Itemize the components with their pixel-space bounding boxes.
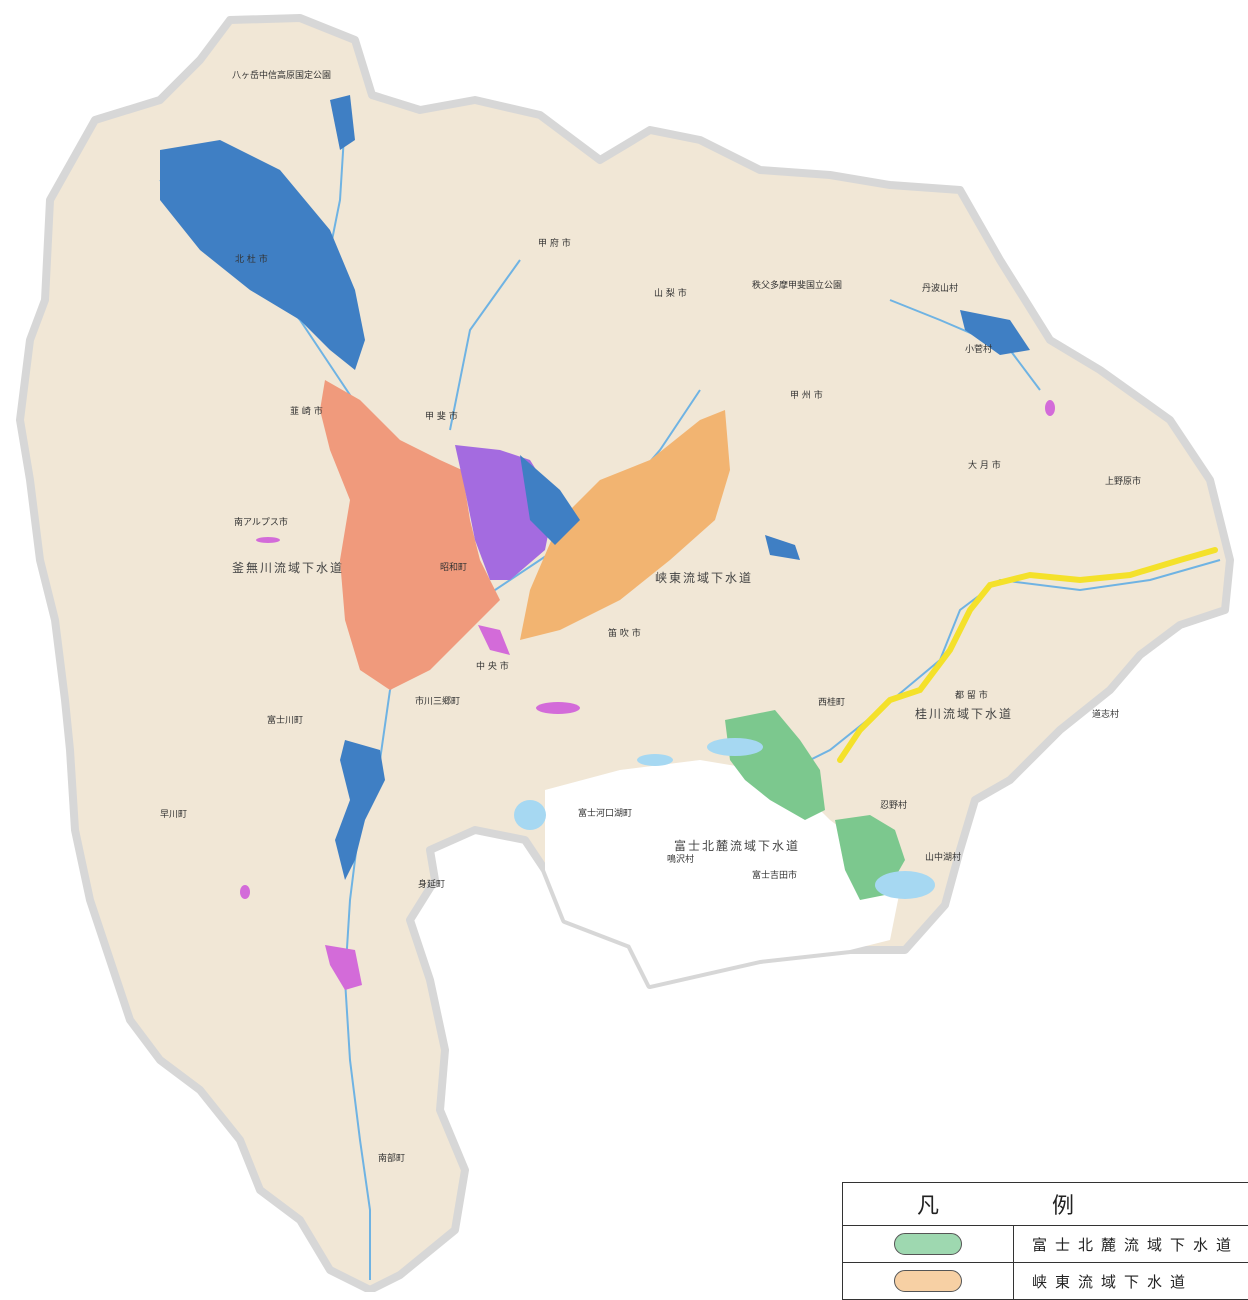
sewer-labels: 釜無川流域下水道 峡東流域下水道 桂川流域下水道 富士北麓流域下水道 — [232, 560, 1013, 853]
label-fujiyoshida: 富士吉田市 — [752, 869, 797, 881]
label-uenohara: 上野原市 — [1105, 475, 1141, 487]
legend-header: 凡 例 — [843, 1183, 1248, 1225]
kyoto-sewer-zone — [520, 410, 730, 640]
label-showa: 昭和町 — [440, 562, 467, 573]
label-kai: 甲 斐 市 — [425, 410, 458, 422]
label-koshu: 甲 州 市 — [790, 389, 823, 401]
label-narusawa: 鳴沢村 — [667, 853, 694, 865]
label-fujikawa: 富士川町 — [267, 714, 303, 726]
label-otsuki: 大 月 市 — [968, 459, 1001, 471]
label-nanbu: 南部町 — [378, 1152, 405, 1164]
legend-swatch-fuji — [894, 1233, 962, 1255]
legend-entry: 富士北麓流域下水道 — [843, 1225, 1248, 1262]
label-kofu: 甲 府 市 — [538, 237, 571, 249]
lakes — [514, 738, 935, 899]
legend-label-kyoto: 峡東流域下水道 — [1032, 1272, 1194, 1291]
label-ichikawamisato: 市川三郷町 — [415, 695, 460, 707]
label-chuo: 中 央 市 — [476, 660, 509, 672]
label-chichibu: 秩父多摩甲斐国立公園 — [752, 279, 842, 291]
label-tabayama: 丹波山村 — [922, 282, 958, 294]
label-nirasaki: 韮 崎 市 — [290, 405, 323, 417]
map-legend: 凡 例 富士北麓流域下水道 峡東流域下水道 — [842, 1182, 1248, 1300]
label-yatsugatake: 八ヶ岳中信高原国定公園 — [232, 69, 331, 81]
label-oshino: 忍野村 — [880, 799, 907, 811]
legend-title-right: 例 — [1051, 1194, 1074, 1219]
blue-sewer-zones — [160, 95, 1030, 880]
lake-motosu — [514, 800, 546, 830]
label-yamanashi: 山 梨 市 — [654, 287, 687, 299]
katsura-sewer-zone — [837, 547, 1218, 763]
label-minamialps: 南アルプス市 — [234, 516, 288, 528]
label-minobu: 身延町 — [418, 878, 445, 890]
label-doshi: 道志村 — [1092, 708, 1119, 720]
lake-kawaguchi — [707, 738, 763, 756]
kamanashi-sewer-zone — [320, 380, 500, 690]
label-fujihokuroku-sewer: 富士北麓流域下水道 — [674, 838, 800, 853]
label-fuefuki: 笛 吹 市 — [608, 627, 641, 639]
legend-entry: 峡東流域下水道 — [843, 1262, 1248, 1299]
label-katsura-sewer: 桂川流域下水道 — [915, 706, 1013, 721]
label-hokuto: 北 杜 市 — [235, 253, 268, 265]
legend-label-fuji: 富士北麓流域下水道 — [1032, 1235, 1240, 1254]
label-kyoto-sewer: 峡東流域下水道 — [655, 571, 753, 585]
label-kosuge: 小菅村 — [965, 343, 992, 355]
label-kamanashi-sewer: 釜無川流域下水道 — [232, 560, 344, 575]
label-tsuru: 都 留 市 — [955, 689, 988, 701]
magenta-sewer-zones — [240, 400, 1055, 990]
place-labels: 八ヶ岳中信高原国定公園 北 杜 市 甲 府 市 山 梨 市 秩父多摩甲斐国立公園… — [160, 69, 1141, 1164]
lake-saiko — [637, 754, 673, 766]
legend-swatch-kyoto — [894, 1270, 962, 1292]
label-fujikawaguchiko: 富士河口湖町 — [578, 807, 632, 819]
legend-title-left: 凡 — [916, 1194, 939, 1219]
lake-yamanaka — [875, 871, 935, 899]
label-hayakawa: 早川町 — [160, 809, 187, 820]
label-nishikatsura: 西桂町 — [818, 696, 845, 708]
label-yamanakako: 山中湖村 — [925, 851, 961, 863]
